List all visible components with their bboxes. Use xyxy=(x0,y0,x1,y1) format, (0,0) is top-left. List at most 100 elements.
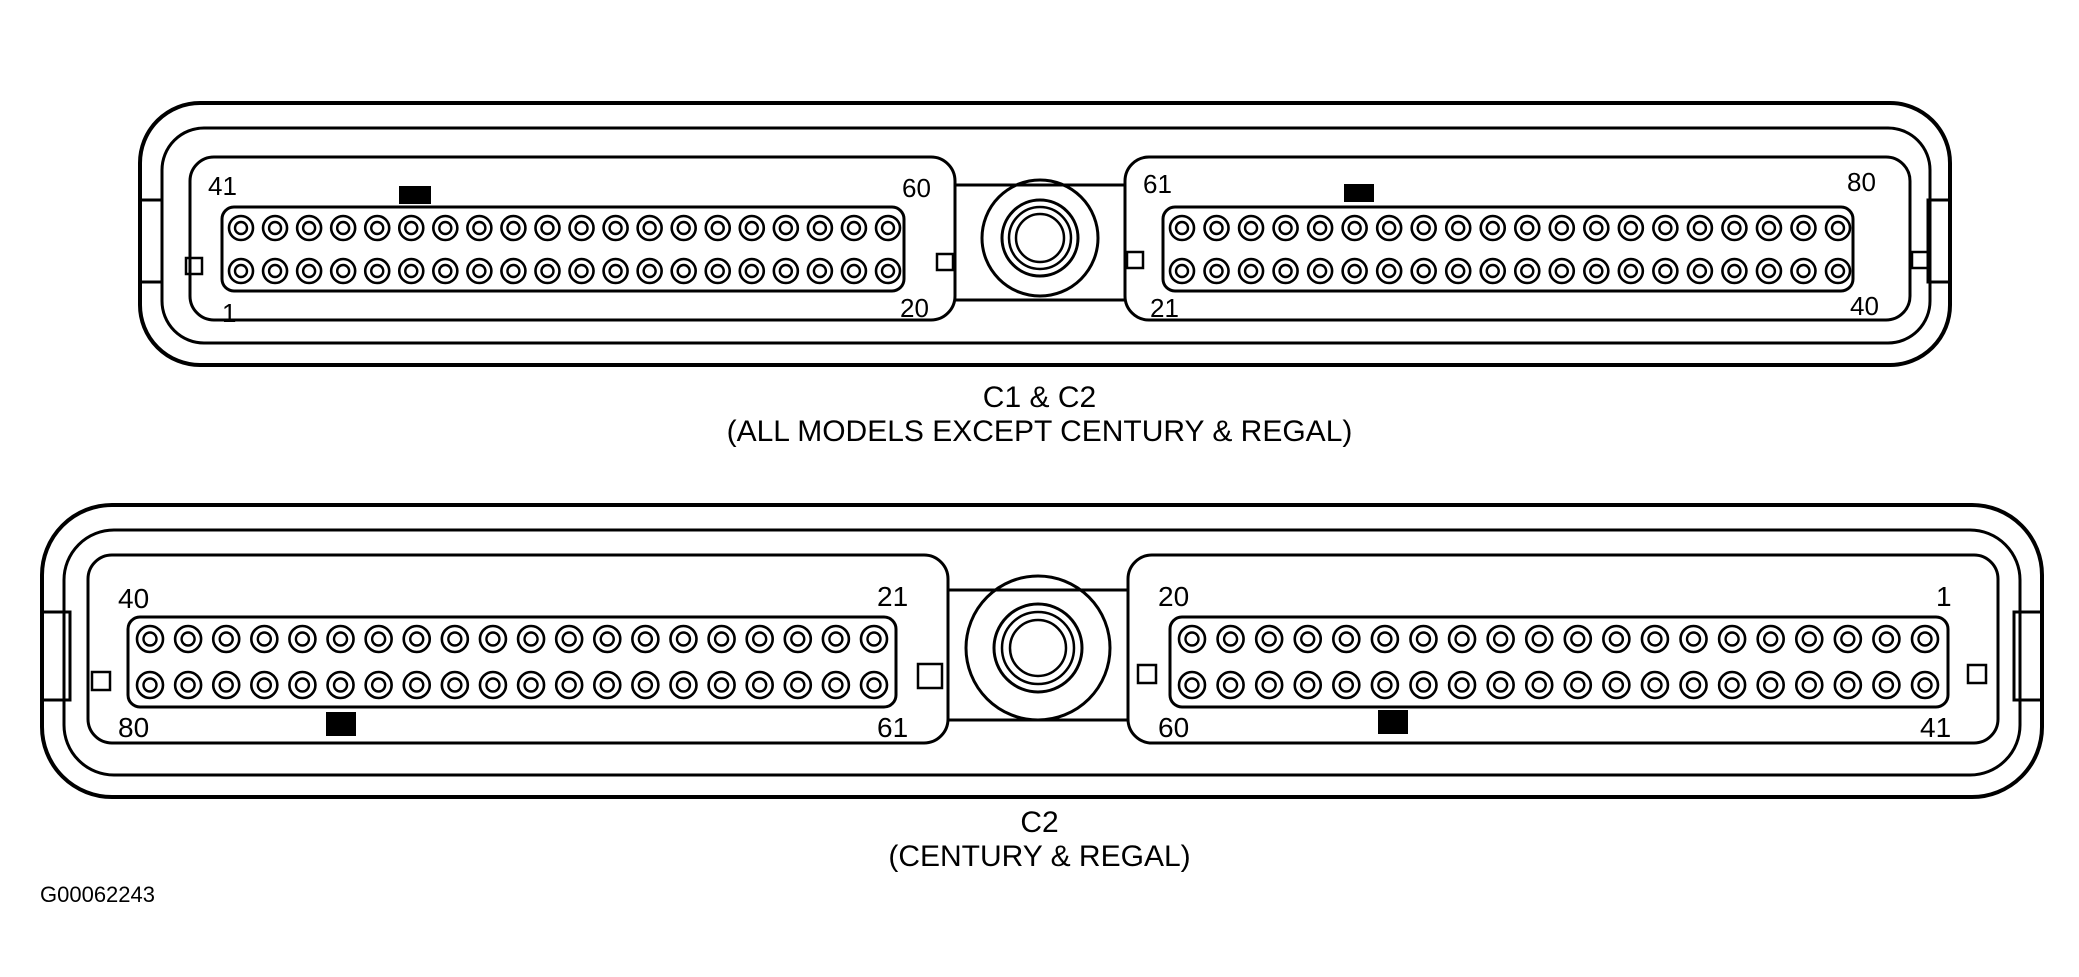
pin-label: 60 xyxy=(1158,712,1189,743)
pin-socket xyxy=(1168,214,1196,242)
pin-contact xyxy=(676,263,691,279)
pin-socket xyxy=(1203,214,1230,242)
pin-contact xyxy=(1917,631,1933,647)
pin-contact xyxy=(540,263,555,279)
pin-socket xyxy=(1652,214,1679,242)
left-polarization-key xyxy=(399,186,431,204)
pin-socket xyxy=(707,670,736,700)
pin-contact xyxy=(1830,220,1846,236)
pin-socket xyxy=(432,214,459,242)
pin-contact xyxy=(642,263,657,279)
right-key-square xyxy=(1136,663,1158,685)
pin-socket xyxy=(1755,214,1783,242)
pin-contact xyxy=(637,631,654,647)
pin-socket xyxy=(1513,257,1541,285)
center-bolt-ring-1 xyxy=(992,602,1084,694)
pin-contact xyxy=(1261,677,1277,693)
pin-label: 21 xyxy=(1150,293,1179,323)
pin-contact xyxy=(846,220,862,236)
pin-socket xyxy=(669,670,698,700)
connector-c2-century-regal xyxy=(40,503,2044,799)
pin-contact xyxy=(1531,677,1547,693)
pin-socket xyxy=(1409,624,1438,654)
pin-contact xyxy=(267,263,283,279)
pin-socket xyxy=(1790,214,1817,242)
pin-contact xyxy=(1485,220,1500,236)
pin-socket xyxy=(1444,214,1472,242)
pin-contact xyxy=(370,677,387,693)
pin-socket xyxy=(1293,670,1323,700)
pin-socket xyxy=(1486,670,1515,700)
pin-socket xyxy=(500,214,527,242)
pin-contact xyxy=(1762,631,1779,647)
pin-socket xyxy=(1332,670,1361,700)
pin-socket xyxy=(783,670,813,700)
pin-socket xyxy=(602,257,629,285)
pin-socket xyxy=(1563,624,1593,654)
pin-socket xyxy=(1410,214,1437,242)
pin-socket xyxy=(1272,257,1299,285)
pin-socket xyxy=(670,257,697,285)
pin-contact xyxy=(812,263,828,279)
caption-top-subtitle: (ALL MODELS EXCEPT CENTURY & REGAL) xyxy=(726,415,1353,448)
pin-socket xyxy=(211,670,241,700)
pin-socket xyxy=(738,214,766,242)
pin-contact xyxy=(1685,677,1702,693)
pin-contact xyxy=(1300,677,1316,693)
pin-contact xyxy=(710,263,725,279)
pin-socket xyxy=(1910,670,1940,700)
pin-contact xyxy=(1300,631,1316,647)
right-pin-field xyxy=(1161,205,1855,293)
pin-socket xyxy=(568,257,595,285)
pin-label: 80 xyxy=(118,712,149,743)
pin-socket xyxy=(670,214,697,242)
pin-socket xyxy=(1679,624,1708,654)
pin-socket xyxy=(1833,624,1863,654)
pin-socket xyxy=(1370,670,1400,700)
pin-contact xyxy=(599,677,615,693)
right-key-square-outer xyxy=(1910,250,1930,270)
pin-socket xyxy=(1409,670,1438,700)
pin-contact xyxy=(1801,631,1817,647)
pin-socket xyxy=(1375,257,1403,285)
pin-contact xyxy=(1589,263,1604,279)
pin-label: 40 xyxy=(1850,291,1879,321)
pin-contact xyxy=(1554,263,1569,279)
pin-socket xyxy=(397,257,425,285)
pin-socket xyxy=(859,624,889,654)
right-polarization-key xyxy=(1378,710,1408,734)
pin-contact xyxy=(1485,263,1500,279)
pin-contact xyxy=(599,631,615,647)
pin-socket xyxy=(173,670,203,700)
pin-label: 21 xyxy=(877,581,908,612)
pin-contact xyxy=(1685,631,1702,647)
pin-contact xyxy=(301,220,317,236)
pin-socket xyxy=(295,214,323,242)
center-bolt-ring-2 xyxy=(1000,610,1076,686)
center-bridge xyxy=(955,183,1125,302)
pin-socket xyxy=(1548,214,1576,242)
pin-socket xyxy=(440,624,470,654)
caption-bottom-title: C2 xyxy=(1020,806,1059,839)
pin-socket xyxy=(1447,670,1477,700)
pin-socket xyxy=(288,624,317,654)
pin-contact xyxy=(1520,263,1535,279)
connector-c1-c2 xyxy=(138,101,1952,367)
pin-socket xyxy=(874,214,902,242)
pin-contact xyxy=(256,677,273,693)
pin-contact xyxy=(409,631,425,647)
caption-top-title: C1 & C2 xyxy=(982,381,1097,414)
pin-contact xyxy=(1209,263,1224,279)
pin-socket xyxy=(636,214,663,242)
pin-contact xyxy=(1416,263,1431,279)
left-latch xyxy=(140,198,164,284)
pin-label: 40 xyxy=(118,583,149,614)
pin-contact xyxy=(294,677,311,693)
pin-socket xyxy=(397,214,425,242)
pin-contact xyxy=(608,220,623,236)
pin-array-left xyxy=(135,624,889,700)
pin-contact xyxy=(1608,677,1625,693)
pin-socket xyxy=(1486,624,1515,654)
pin-contact xyxy=(438,263,453,279)
pin-contact xyxy=(1261,631,1277,647)
